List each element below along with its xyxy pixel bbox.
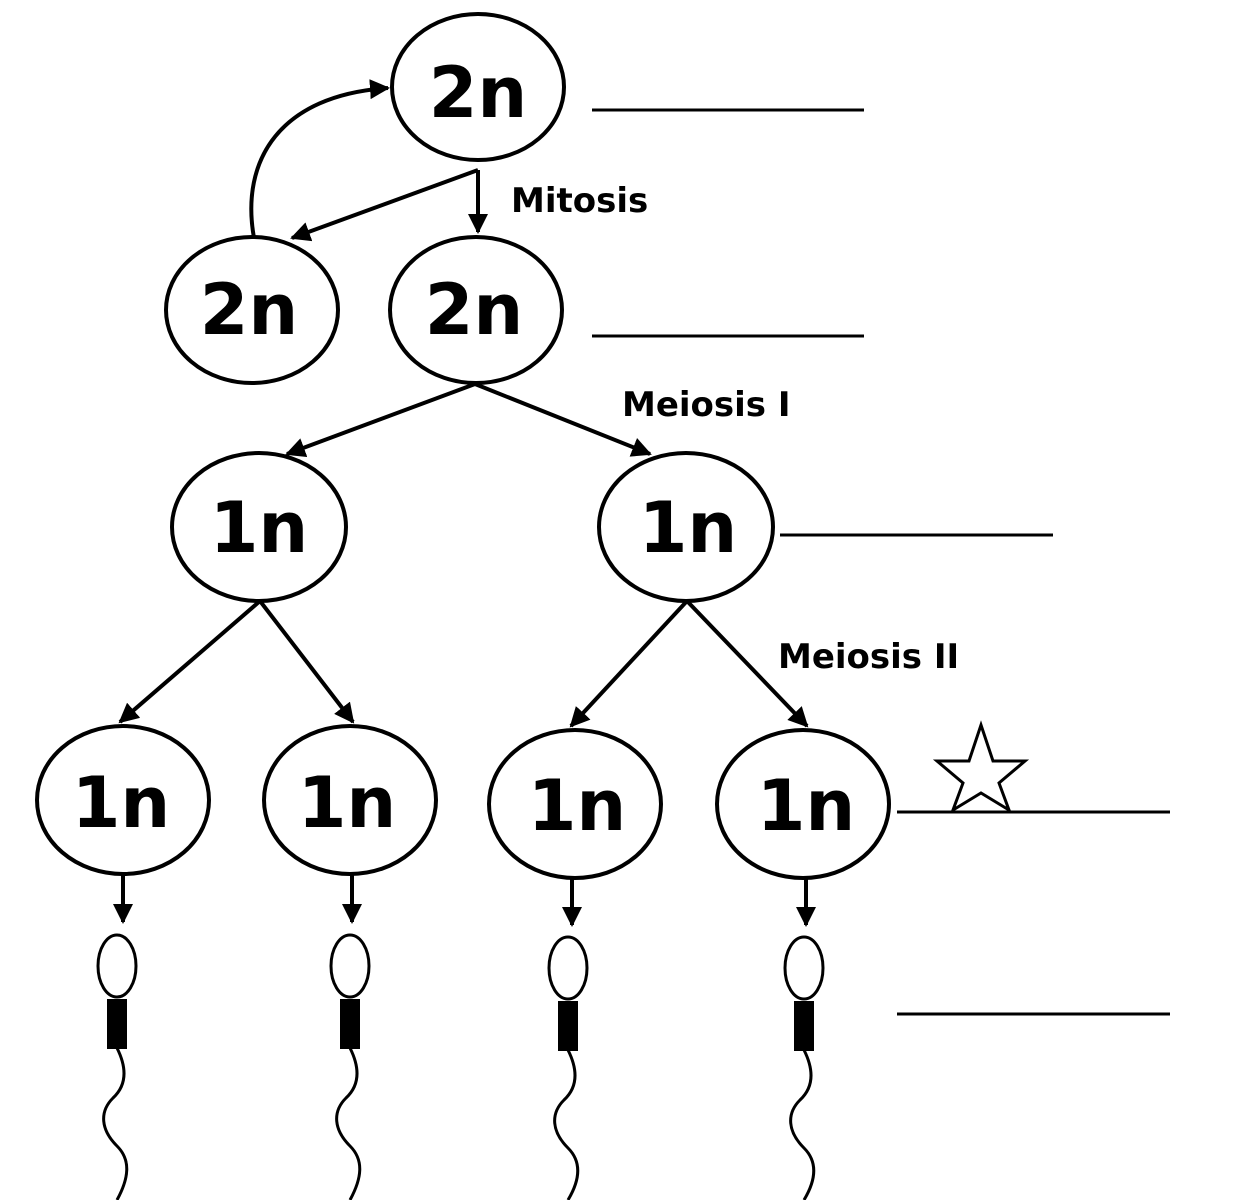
stage-label-meiosis-1: Meiosis I [622, 385, 791, 425]
cell-secondary-spermatocyte-left: 1n [170, 451, 348, 603]
ploidy-label: 1n [528, 765, 627, 847]
cell-spermatogonium: 2n [390, 12, 566, 162]
cell-secondary-spermatocyte-right: 1n [597, 451, 775, 603]
meiosis-1-arrow-left [285, 382, 476, 458]
sperm-icon [783, 935, 825, 1200]
cell-spermatid-2: 1n [262, 724, 438, 876]
ploidy-label: 2n [425, 269, 524, 351]
sperm-icon [547, 935, 589, 1200]
cell-primary-spermatocyte: 2n [388, 235, 564, 385]
sperm-icon [329, 933, 371, 1200]
cell-spermatid-3: 1n [487, 728, 663, 880]
ploidy-label: 1n [298, 762, 397, 844]
meiosis-2-arrow-right-a [569, 599, 689, 728]
ploidy-label: 1n [757, 765, 856, 847]
cell-spermatid-4: 1n [715, 728, 891, 880]
ploidy-label: 1n [72, 762, 171, 844]
ploidy-label: 1n [210, 487, 309, 569]
stage-label-mitosis: Mitosis [511, 181, 648, 221]
answer-lines [592, 108, 1170, 1016]
sperm-icon [96, 933, 138, 1200]
meiosis-1-arrow-right [474, 382, 652, 457]
ploidy-label: 1n [639, 487, 738, 569]
self-renewal-arrow [249, 79, 390, 239]
meiosis-2-arrow-left-a [118, 599, 262, 724]
stage-label-meiosis-2: Meiosis II [778, 637, 959, 677]
cells: 2n 2n 2n 1n 1n 1n 1n 1n [35, 12, 891, 880]
ploidy-label: 2n [429, 52, 528, 134]
arrows [113, 79, 816, 927]
meiosis-2-arrow-left-b [258, 599, 355, 724]
cell-spermatid-1: 1n [35, 724, 211, 876]
mitosis-arrow-left [290, 168, 479, 242]
cell-stem-copy: 2n [164, 235, 340, 385]
meiosis-2-arrow-right-b [685, 599, 809, 728]
star-icon [932, 720, 1030, 814]
ploidy-label: 2n [200, 269, 299, 351]
